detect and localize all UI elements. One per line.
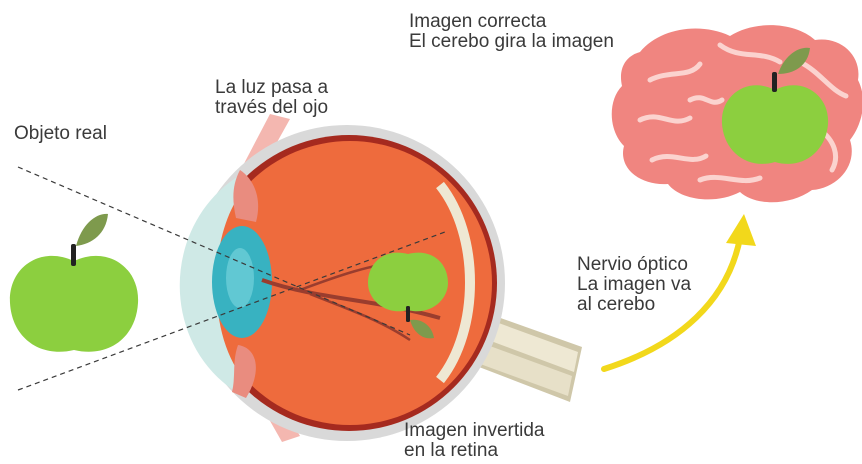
label-imagen-correcta-line-1: Imagen correcta [409, 11, 547, 32]
apple-icon [9, 213, 139, 352]
label-luz-line-1: La luz pasa a [215, 77, 329, 98]
label-imagen-invertida-line-2: en la retina [404, 440, 499, 461]
arrow-icon [601, 214, 756, 372]
label-imagen-invertida-line-1: Imagen invertida [404, 420, 545, 441]
light-rays [17, 166, 446, 391]
label-luz-line-2: través del ojo [215, 97, 329, 118]
label-nervio-line-1: Nervio óptico [577, 254, 688, 275]
eye-icon [179, 125, 505, 441]
inverted-apple-icon [368, 252, 448, 339]
label-objeto-real: Objeto real [14, 123, 107, 144]
label-imagen-correcta-line-2: El cerebo gira la imagen [409, 31, 614, 52]
brain-icon [611, 25, 862, 203]
label-luz: La luz pasa a través del ojo [215, 78, 328, 118]
label-nervio-line-3: al cerebo [577, 294, 656, 315]
label-nervio: Nervio óptico La imagen va al cerebo [577, 255, 691, 315]
label-imagen-correcta: Imagen correcta El cerebo gira la imagen [409, 12, 614, 52]
label-imagen-invertida: Imagen invertida en la retina [404, 421, 544, 461]
label-nervio-line-2: La imagen va [577, 274, 692, 295]
